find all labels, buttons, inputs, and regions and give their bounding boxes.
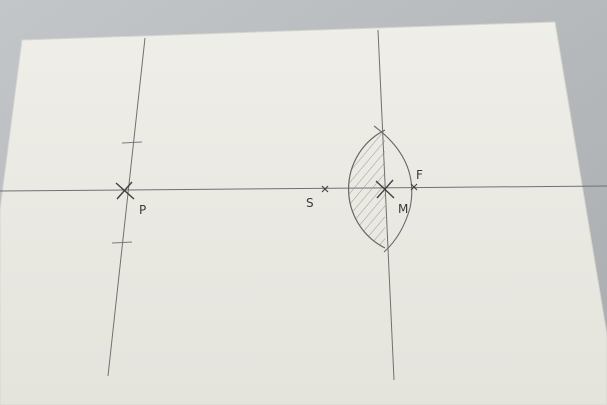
horizontal-axis-line (0, 185, 607, 192)
arc-through-f (373, 125, 413, 253)
label-s: S (306, 196, 314, 210)
label-m: M (398, 202, 408, 216)
vertical-line-right (377, 29, 395, 381)
half-moon-outline (347, 129, 386, 249)
label-f: F (416, 168, 423, 182)
point-f-mark (410, 183, 418, 191)
point-s-mark (321, 185, 329, 193)
vertical-line-left (107, 37, 146, 377)
paper-sheet (0, 21, 607, 405)
construction-lines (0, 29, 607, 381)
tick-marks (111, 141, 143, 244)
label-p: P (139, 203, 146, 217)
point-m-cross (375, 179, 395, 199)
point-p-cross (115, 181, 135, 200)
